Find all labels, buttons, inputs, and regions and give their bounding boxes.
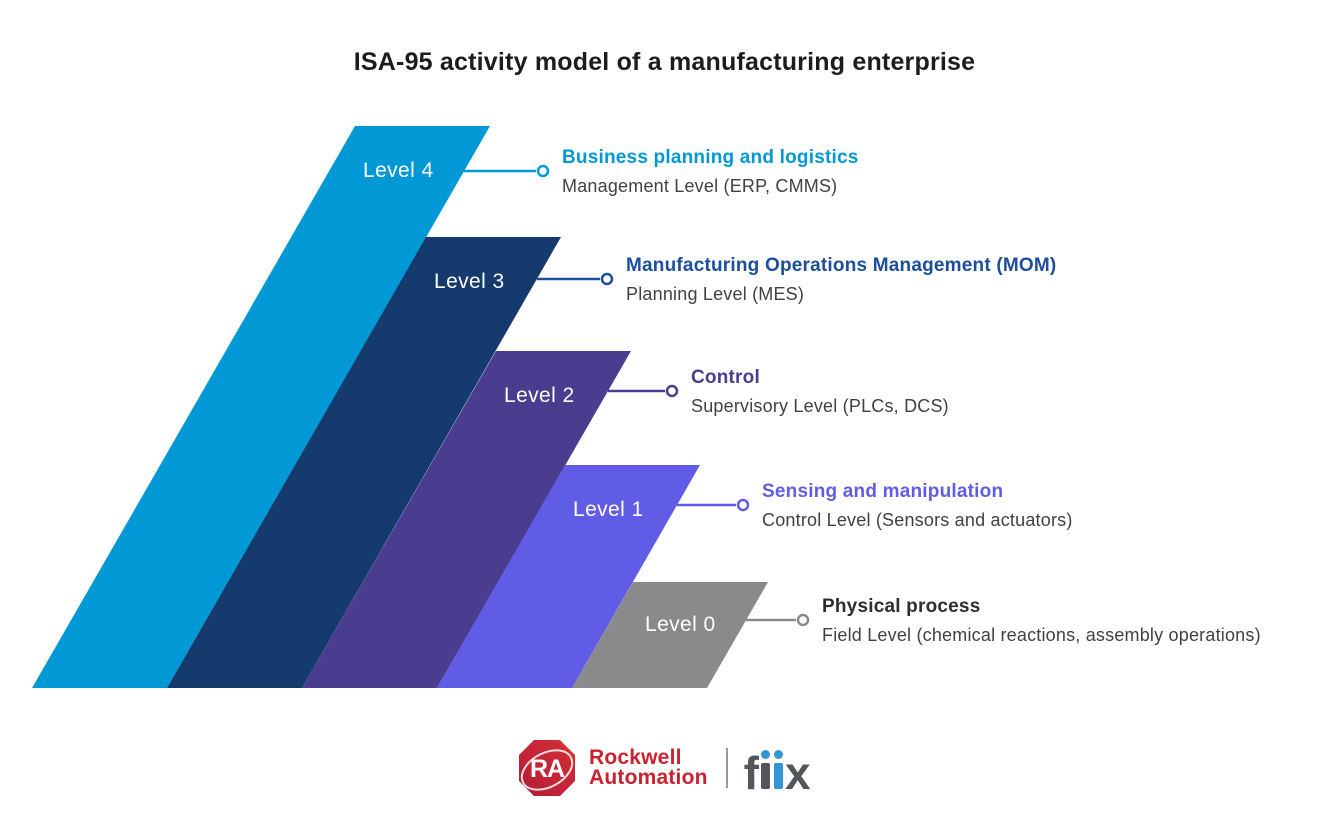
level-0-bar xyxy=(572,582,768,688)
fiix-i1-stem xyxy=(760,763,770,789)
level-0-callout-title: Physical process xyxy=(822,596,981,617)
level-4-connector-ring-icon xyxy=(536,164,550,178)
level-4-bar xyxy=(32,126,490,688)
level-2-callout-subtitle: Supervisory Level (PLCs, DCS) xyxy=(691,396,949,416)
level-2-connector-ring-icon xyxy=(665,384,679,398)
level-3-bar xyxy=(167,237,561,688)
level-1-callout: Sensing and manipulation Control Level (… xyxy=(762,478,1073,535)
badge-monogram: RA xyxy=(530,755,565,783)
level-1-bar xyxy=(437,465,700,688)
rockwell-wordmark-line1: Rockwell xyxy=(589,746,682,769)
logo-divider xyxy=(725,748,728,788)
fiix-i1-dot xyxy=(760,750,770,759)
rockwell-automation-badge-icon: RA xyxy=(519,740,575,796)
fiix-wordmark: f x xyxy=(743,745,811,799)
level-1-label: Level 1 xyxy=(573,498,644,521)
rockwell-wordmark-line2: Automation xyxy=(589,766,708,789)
level-2-label: Level 2 xyxy=(504,384,575,407)
level-1-callout-subtitle: Control Level (Sensors and actuators) xyxy=(762,510,1073,530)
level-2-callout-title: Control xyxy=(691,367,760,388)
level-0-callout-subtitle: Field Level (chemical reactions, assembl… xyxy=(822,625,1261,645)
level-3-callout-subtitle: Planning Level (MES) xyxy=(626,284,805,304)
fiix-i2-dot xyxy=(773,750,783,759)
level-1-connector-ring-icon xyxy=(736,498,750,512)
fiix-letter-i2 xyxy=(773,745,783,789)
level-3-connector-ring-icon xyxy=(600,272,614,286)
level-4-label: Level 4 xyxy=(363,159,434,182)
fiix-letter-x: x xyxy=(784,747,811,799)
level-2-bar xyxy=(302,351,631,688)
badge-swoosh xyxy=(520,749,574,791)
footer-logos: RA Rockwell Automation f x xyxy=(516,736,811,800)
level-0-callout: Physical process Field Level (chemical r… xyxy=(822,593,1261,650)
level-4-callout-subtitle: Management Level (ERP, CMMS) xyxy=(562,176,838,196)
level-1-callout-title: Sensing and manipulation xyxy=(762,481,1004,502)
rockwell-automation-wordmark: Rockwell Automation xyxy=(589,746,708,789)
level-2-callout: Control Supervisory Level (PLCs, DCS) xyxy=(691,364,949,421)
level-3-callout-title: Manufacturing Operations Management (MOM… xyxy=(626,255,1057,276)
level-0-label: Level 0 xyxy=(645,613,716,636)
level-3-label: Level 3 xyxy=(434,270,505,293)
fiix-letter-i1 xyxy=(760,745,770,789)
level-0-connector-ring-icon xyxy=(796,613,810,627)
level-4-callout: Business planning and logistics Manageme… xyxy=(562,144,859,201)
level-3-callout: Manufacturing Operations Management (MOM… xyxy=(626,252,1056,309)
diagram-title: ISA-95 activity model of a manufacturing… xyxy=(353,48,976,76)
level-4-callout-title: Business planning and logistics xyxy=(562,147,859,168)
fiix-letter-f: f xyxy=(743,747,759,799)
fiix-i2-stem xyxy=(773,763,783,789)
